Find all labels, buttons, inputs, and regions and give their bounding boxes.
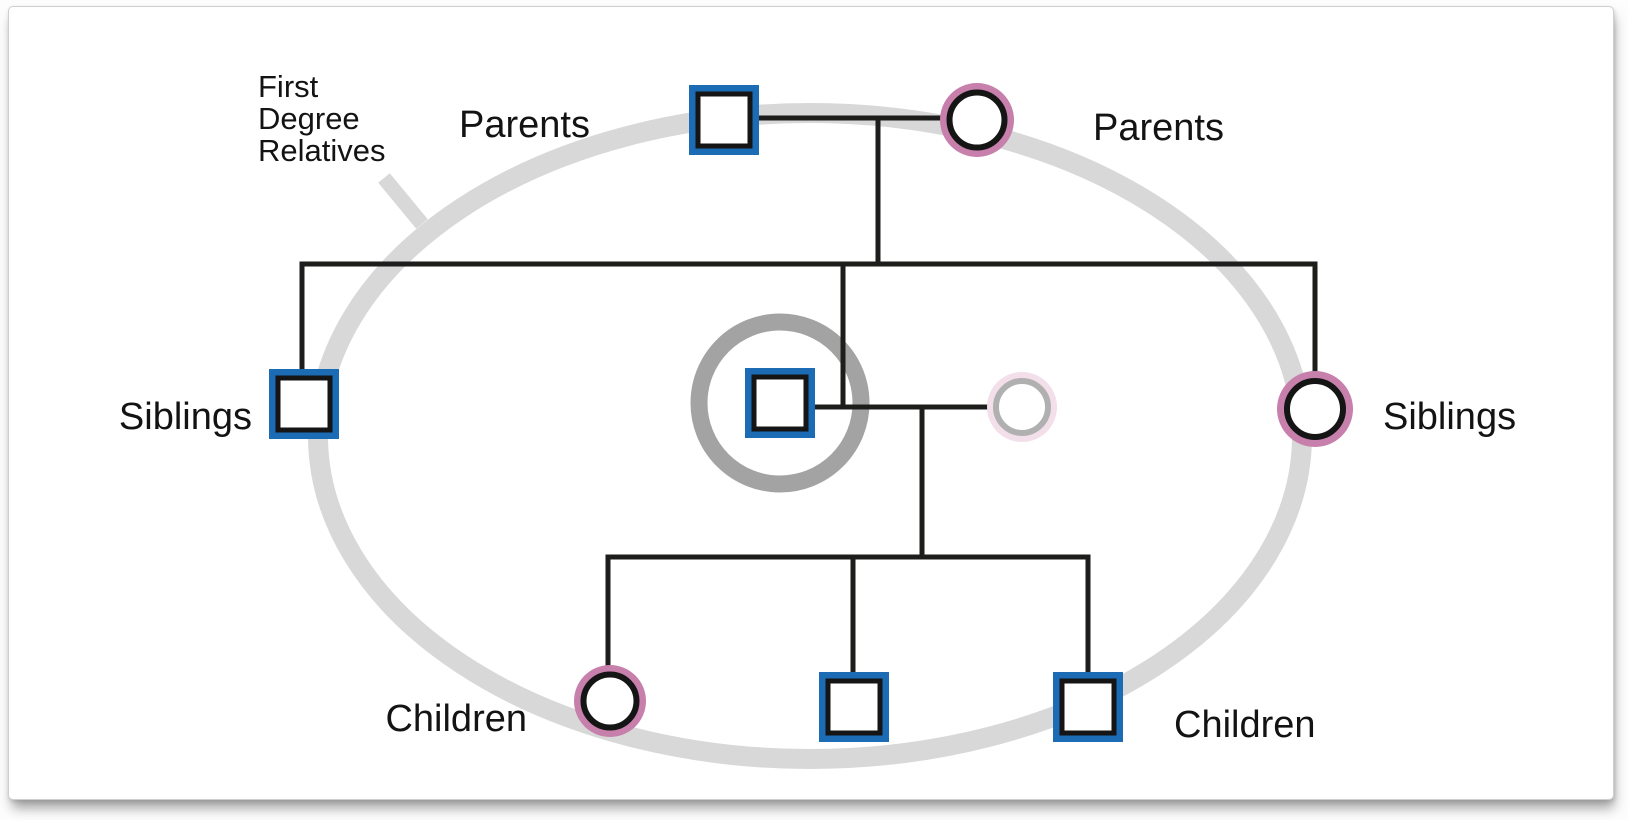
sister-circle-inner <box>1284 378 1346 440</box>
pedigree-lines <box>299 115 1318 677</box>
brother-square-inner <box>275 375 333 433</box>
son1-node <box>819 672 889 742</box>
partner-node <box>987 372 1057 442</box>
label-parents-left: Parents <box>459 104 590 146</box>
daughter-circle-inner <box>580 671 640 731</box>
father-square-inner <box>695 91 753 149</box>
annotation-line-3: Relatives <box>258 133 386 168</box>
annotation-line-1: First <box>258 69 319 104</box>
sister-node <box>1277 371 1353 447</box>
partner-circle-inner <box>993 378 1051 436</box>
label-siblings-right: Siblings <box>1383 396 1516 438</box>
proband-node <box>745 368 815 438</box>
label-children-right: Children <box>1174 704 1316 746</box>
brother-node <box>269 369 339 439</box>
son1-square-inner <box>825 678 883 736</box>
proband-halo-ring <box>690 313 870 493</box>
proband-square-inner <box>751 374 809 432</box>
annotation-line-2: Degree <box>258 101 360 136</box>
son2-square-inner <box>1059 678 1117 736</box>
mother-circle-inner <box>946 89 1008 151</box>
father-node <box>689 85 759 155</box>
label-children-left: Children <box>385 698 527 740</box>
daughter-node <box>574 665 646 737</box>
annotation-first-degree: First Degree Relatives <box>258 69 386 168</box>
callout-tick <box>378 173 428 229</box>
son2-node <box>1053 672 1123 742</box>
label-parents-right: Parents <box>1093 107 1224 149</box>
mother-node <box>940 83 1014 157</box>
label-siblings-left: Siblings <box>119 396 252 438</box>
